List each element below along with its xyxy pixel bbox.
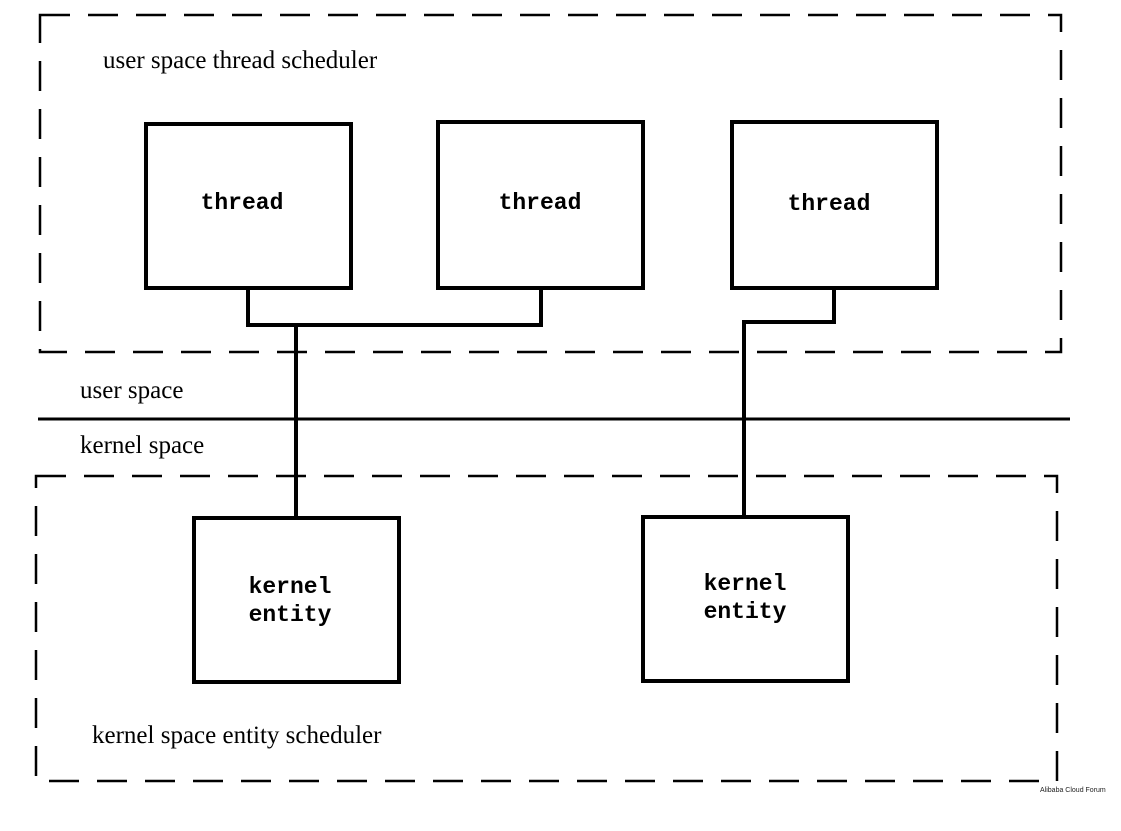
kernel-scheduler-region (34, 474, 1059, 783)
kernel-scheduler-label: kernel space entity scheduler (92, 722, 382, 749)
thread-box-3 (730, 120, 939, 290)
thread-box-2-label: thread (499, 190, 582, 216)
thread-box-2 (436, 120, 645, 290)
kernel-entity-box-2 (641, 515, 850, 683)
kernel-entity-box-1-label-line2: entity (249, 602, 332, 628)
kernel-entity-box-2-label-line2: entity (704, 599, 787, 625)
user-scheduler-label: user space thread scheduler (103, 47, 378, 74)
kernel-entity-box-1-label-line1: kernel (249, 574, 332, 600)
kernel-entity-box-2-label-line1: kernel (704, 571, 787, 597)
watermark-text: Alibaba Cloud Forum (1040, 787, 1106, 794)
kernel-space-label: kernel space (80, 432, 204, 459)
user-scheduler-region (38, 13, 1063, 354)
user-space-label: user space (80, 377, 183, 404)
connector-thread-3-to-entity-2 (742, 288, 836, 517)
thread-box-1-label: thread (201, 190, 284, 216)
connector-threads-to-entity-1 (246, 288, 543, 327)
kernel-entity-box-1 (192, 516, 401, 684)
thread-box-3-label: thread (788, 191, 871, 217)
